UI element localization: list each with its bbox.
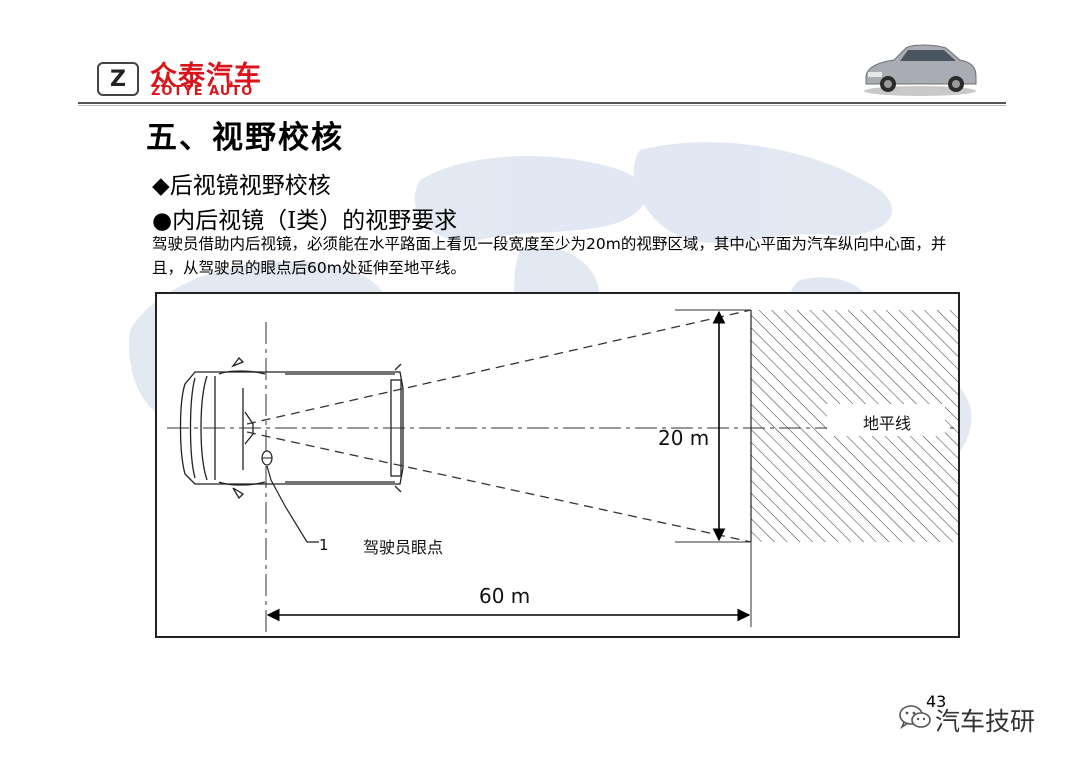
bullet-rearview-mirror: ◆后视镜视野校核 — [152, 173, 331, 199]
callout-number: 1 — [319, 536, 329, 554]
bullet-interior-mirror: ●内后视镜（Ⅰ类）的视野要求 — [152, 208, 458, 234]
sight-line-upper — [246, 309, 752, 425]
header-divider-thin — [78, 105, 1006, 106]
eye-point-leader-line — [266, 465, 319, 543]
requirement-paragraph: 驾驶员借助内后视镜，必须能在水平路面上看见一段宽度至少为20m的视野区域，其中心… — [152, 235, 947, 277]
field-of-view-diagram: 地平线 20 m 1 驾驶员眼点 60 m — [155, 292, 960, 638]
page-number: 43 — [926, 692, 947, 711]
horizon-label-bg — [827, 404, 945, 436]
diagram-drawing — [155, 292, 960, 638]
brand-name-en: ZOTYE AUTO — [151, 84, 254, 99]
zotye-logo-icon: Z — [97, 62, 139, 96]
width-20m-label: 20 m — [658, 426, 710, 450]
header-divider — [78, 102, 1006, 104]
eye-point-label: 驾驶员眼点 — [363, 538, 444, 557]
car-photo-icon — [864, 44, 977, 96]
wechat-icon — [899, 705, 931, 730]
sight-line-lower — [246, 431, 752, 543]
watermark-text: 汽车技研 — [935, 707, 1036, 736]
vehicle-top-view — [179, 357, 404, 500]
distance-60m-label: 60 m — [479, 584, 531, 608]
brand-name-cn: 众泰汽车 — [150, 61, 262, 92]
slide-title: 五、视野校核 — [146, 120, 344, 156]
logo-letter: Z — [110, 66, 126, 92]
horizon-label: 地平线 — [863, 414, 912, 433]
